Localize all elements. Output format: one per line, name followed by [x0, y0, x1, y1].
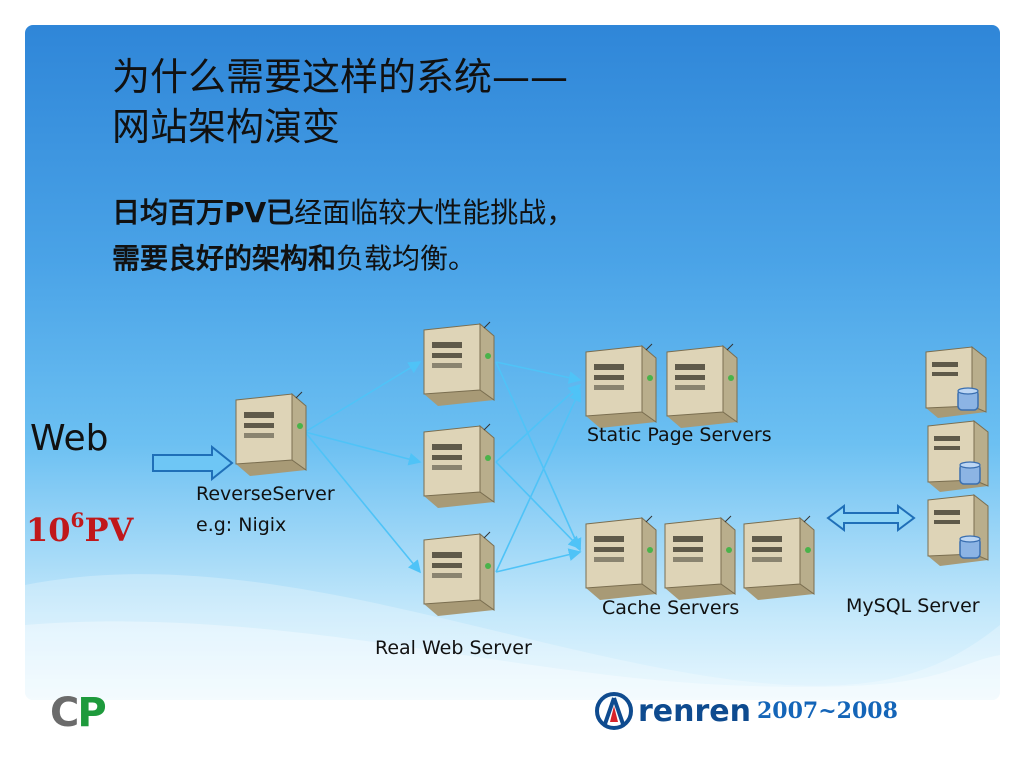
web-label: Web	[30, 418, 109, 459]
cache-servers-label: Cache Servers	[602, 597, 740, 619]
link-reverse-to-web3	[304, 431, 422, 574]
mysql-server-label: MySQL Server	[846, 595, 980, 617]
server-icon	[740, 514, 816, 600]
subtitle-line-2-bold: 需要良好的架构和	[112, 242, 337, 275]
server-icon	[661, 514, 737, 600]
cp-logo-c: C	[50, 690, 79, 736]
pv-base: 10	[26, 511, 71, 549]
server-icon	[582, 342, 658, 428]
static-servers-label: Static Page Servers	[587, 424, 772, 446]
pv-label: 106PV	[26, 508, 133, 549]
renren-logo-icon	[595, 692, 633, 730]
subtitle-line-1-rest: 经面临较大性能挑战，	[294, 196, 575, 229]
pv-unit: PV	[84, 511, 134, 549]
slide-background	[25, 25, 1000, 700]
database-server-icon	[922, 344, 990, 418]
link-web1-to-static	[495, 361, 582, 384]
database-server-icon	[924, 492, 992, 566]
link-reverse-to-web1	[304, 361, 422, 433]
wave-decoration	[25, 574, 1000, 700]
link-web3-to-static	[495, 388, 582, 573]
link-web1-to-cache	[495, 361, 582, 552]
subtitle-line-2: 需要良好的架构和负载均衡。	[112, 236, 574, 282]
pv-exponent: 6	[70, 508, 85, 532]
cp-logo: CP	[50, 690, 107, 736]
server-icon	[420, 422, 496, 508]
double-arrow-icon	[826, 504, 916, 532]
title-line-1: 为什么需要这样的系统——	[112, 55, 569, 99]
renren-branding: renren 2007~2008	[594, 692, 898, 730]
server-icon	[420, 530, 496, 616]
server-icon	[232, 390, 308, 476]
subtitle-line-1: 日均百万PV已经面临较大性能挑战，	[112, 190, 574, 236]
subtitle: 日均百万PV已经面临较大性能挑战， 需要良好的架构和负载均衡。	[112, 190, 574, 282]
page-title: 为什么需要这样的系统—— 网站架构演变	[112, 52, 568, 152]
title-line-2: 网站架构演变	[112, 105, 341, 149]
link-web2-to-static	[495, 383, 582, 463]
reverse-server-label: ReverseServer	[196, 483, 335, 505]
renren-brand-name: renren	[638, 693, 751, 729]
server-icon	[663, 342, 739, 428]
link-reverse-to-web2	[304, 431, 422, 466]
renren-years: 2007~2008	[757, 698, 898, 724]
real-web-server-label: Real Web Server	[375, 637, 532, 659]
subtitle-line-2-rest: 负载均衡。	[336, 242, 477, 275]
cp-logo-p: P	[77, 690, 106, 736]
server-icon	[582, 514, 658, 600]
subtitle-line-1-bold: 日均百万PV已	[112, 196, 295, 229]
reverse-server-example: e.g: Nigix	[196, 514, 287, 536]
right-arrow-icon	[152, 444, 234, 482]
server-icon	[420, 320, 496, 406]
link-web3-to-cache	[495, 548, 582, 573]
database-server-icon	[924, 418, 992, 492]
link-web2-to-cache	[495, 461, 582, 550]
